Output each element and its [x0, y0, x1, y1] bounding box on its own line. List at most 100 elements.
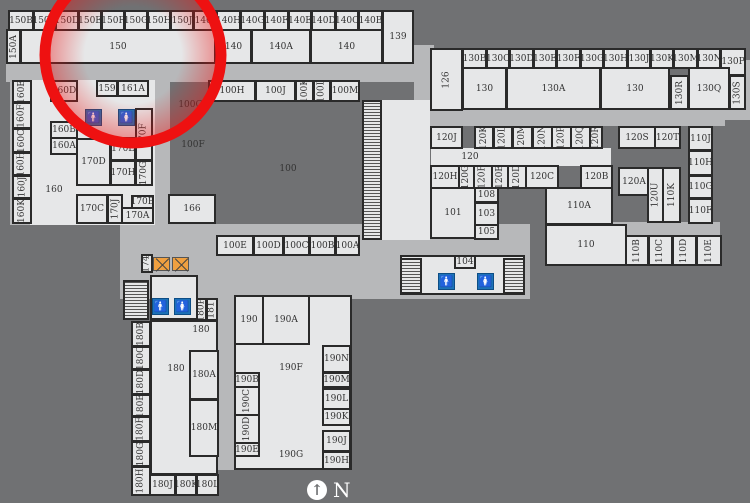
room-100[interactable]: 100 — [216, 100, 360, 237]
room-170e[interactable]: 170E — [110, 137, 136, 161]
room-120h[interactable]: 120H — [430, 165, 460, 189]
room-190[interactable]: 190 — [234, 295, 264, 345]
room-150f[interactable]: 150F — [101, 10, 125, 31]
room-140j[interactable]: 140J — [193, 10, 217, 31]
room-120r[interactable]: 120R — [589, 126, 603, 149]
room-120m[interactable]: 120M — [512, 126, 533, 149]
room-130q[interactable]: 130Q — [688, 67, 730, 110]
room-110e[interactable]: 110E — [696, 235, 722, 266]
room-140e[interactable]: 140E — [288, 10, 312, 31]
room-120j[interactable]: 120J — [430, 126, 463, 149]
room-190d[interactable]: 190D — [234, 414, 260, 444]
room-140[interactable]: 140 — [310, 29, 383, 64]
room-110k[interactable]: 110K — [662, 167, 681, 223]
room-120a[interactable]: 120A — [618, 167, 650, 196]
room-150a[interactable]: 150A — [6, 29, 21, 64]
room-100b[interactable]: 100B — [309, 235, 336, 256]
room-190l[interactable]: 190L — [322, 388, 351, 410]
room-110c[interactable]: 110C — [648, 235, 673, 266]
room-180f[interactable]: 180F — [131, 416, 151, 442]
room-120b[interactable]: 120B — [580, 165, 613, 189]
room-160h[interactable]: 160H — [12, 152, 32, 176]
room-108[interactable]: 108 — [474, 187, 499, 203]
room-120l[interactable]: 120L — [493, 126, 513, 149]
room-190f[interactable]: 190F — [260, 345, 322, 390]
room-159[interactable]: 159 — [96, 80, 118, 97]
room-150[interactable]: 150 — [20, 29, 216, 64]
room-130h[interactable]: 130H — [603, 48, 628, 69]
room-110j[interactable]: 110J — [688, 126, 713, 151]
room-170d[interactable]: 170D — [76, 138, 111, 186]
room-180d[interactable]: 180D — [131, 369, 151, 395]
room-100a[interactable]: 100A — [335, 235, 360, 256]
room-100k[interactable]: 100K — [295, 80, 314, 102]
room-170h[interactable]: 170H — [110, 160, 136, 186]
room-190n[interactable]: 190N — [322, 345, 351, 373]
room-140f[interactable]: 140F — [264, 10, 289, 31]
room-190c[interactable]: 190C — [234, 386, 260, 416]
room-126[interactable]: 126 — [430, 48, 463, 111]
room-120p[interactable]: 120P — [551, 126, 572, 149]
room-139[interactable]: 139 — [382, 10, 414, 64]
room-140g[interactable]: 140G — [240, 10, 265, 31]
room-150h[interactable]: 150H — [147, 10, 171, 31]
room-130a[interactable]: 130A — [506, 67, 601, 110]
room-110g[interactable]: 110G — [688, 175, 713, 199]
room-110d[interactable]: 110D — [672, 235, 697, 266]
room-180c[interactable]: 180C — [131, 346, 151, 370]
room-180j[interactable]: 180J — [149, 474, 176, 496]
room-140h[interactable]: 140H — [216, 10, 241, 31]
room-120k[interactable]: 120K — [474, 126, 494, 149]
room-170c[interactable]: 170C — [76, 194, 108, 224]
room-180k[interactable]: 180K — [175, 474, 197, 496]
room-100f[interactable]: 100F — [168, 100, 218, 190]
room-181[interactable]: 181 — [206, 298, 218, 321]
room-110h[interactable]: 110H — [688, 150, 713, 176]
room-170f[interactable]: 170F — [135, 108, 153, 161]
room-130g[interactable]: 130G — [580, 48, 604, 69]
room-120t[interactable]: 120T — [654, 126, 681, 149]
room-120d[interactable]: 120D — [507, 165, 527, 189]
room-180h[interactable]: 180H — [131, 466, 151, 496]
room-130d[interactable]: 130D — [509, 48, 534, 69]
room-130e[interactable]: 130E — [533, 48, 557, 69]
room-140c[interactable]: 140C — [335, 10, 359, 31]
room-120q[interactable]: 120Q — [570, 126, 591, 149]
room-180[interactable]: 180 — [190, 320, 212, 340]
room-150g[interactable]: 150G — [124, 10, 148, 31]
room-160f[interactable]: 160F — [12, 102, 32, 129]
room-130s[interactable]: 130S — [729, 75, 746, 110]
room-160[interactable]: 160 — [30, 155, 78, 225]
room-100h[interactable]: 100H — [208, 80, 256, 102]
room-130f[interactable]: 130F — [556, 48, 581, 69]
room-110f[interactable]: 110F — [688, 198, 713, 224]
room-103[interactable]: 103 — [474, 202, 499, 226]
room-170g[interactable]: 170G — [135, 160, 153, 186]
room-104[interactable]: 104 — [454, 255, 476, 269]
room-130n[interactable]: 130N — [697, 48, 721, 69]
room-130c[interactable]: 130C — [486, 48, 510, 69]
room-150e[interactable]: 150E — [78, 10, 102, 31]
room-190h[interactable]: 190H — [322, 451, 351, 470]
room-110a[interactable]: 110A — [545, 187, 613, 225]
room-190j[interactable]: 190J — [322, 430, 351, 452]
room-140d[interactable]: 140D — [311, 10, 336, 31]
room-190e[interactable]: 190E — [234, 442, 260, 457]
room-130r[interactable]: 130R — [670, 75, 689, 110]
room-120c[interactable]: 120C — [525, 165, 559, 189]
room-160j[interactable]: 160J — [12, 175, 32, 199]
room-190k[interactable]: 190K — [322, 408, 351, 426]
room-160k[interactable]: 160K — [12, 198, 32, 224]
room-130k[interactable]: 130K — [650, 48, 674, 69]
room-130[interactable]: 130 — [600, 67, 670, 110]
room-120n[interactable]: 120N — [532, 126, 553, 149]
room-110[interactable]: 110 — [545, 224, 627, 266]
room-100d[interactable]: 100D — [253, 235, 284, 256]
room-130[interactable]: 130 — [462, 67, 507, 110]
room-130b[interactable]: 130B — [462, 48, 487, 69]
room-150j[interactable]: 150J — [170, 10, 194, 31]
room-166[interactable]: 166 — [168, 194, 216, 224]
room-174[interactable]: 174 — [141, 254, 153, 273]
room-160e[interactable]: 160E — [12, 80, 32, 103]
room-161a[interactable]: 161A — [117, 80, 149, 97]
